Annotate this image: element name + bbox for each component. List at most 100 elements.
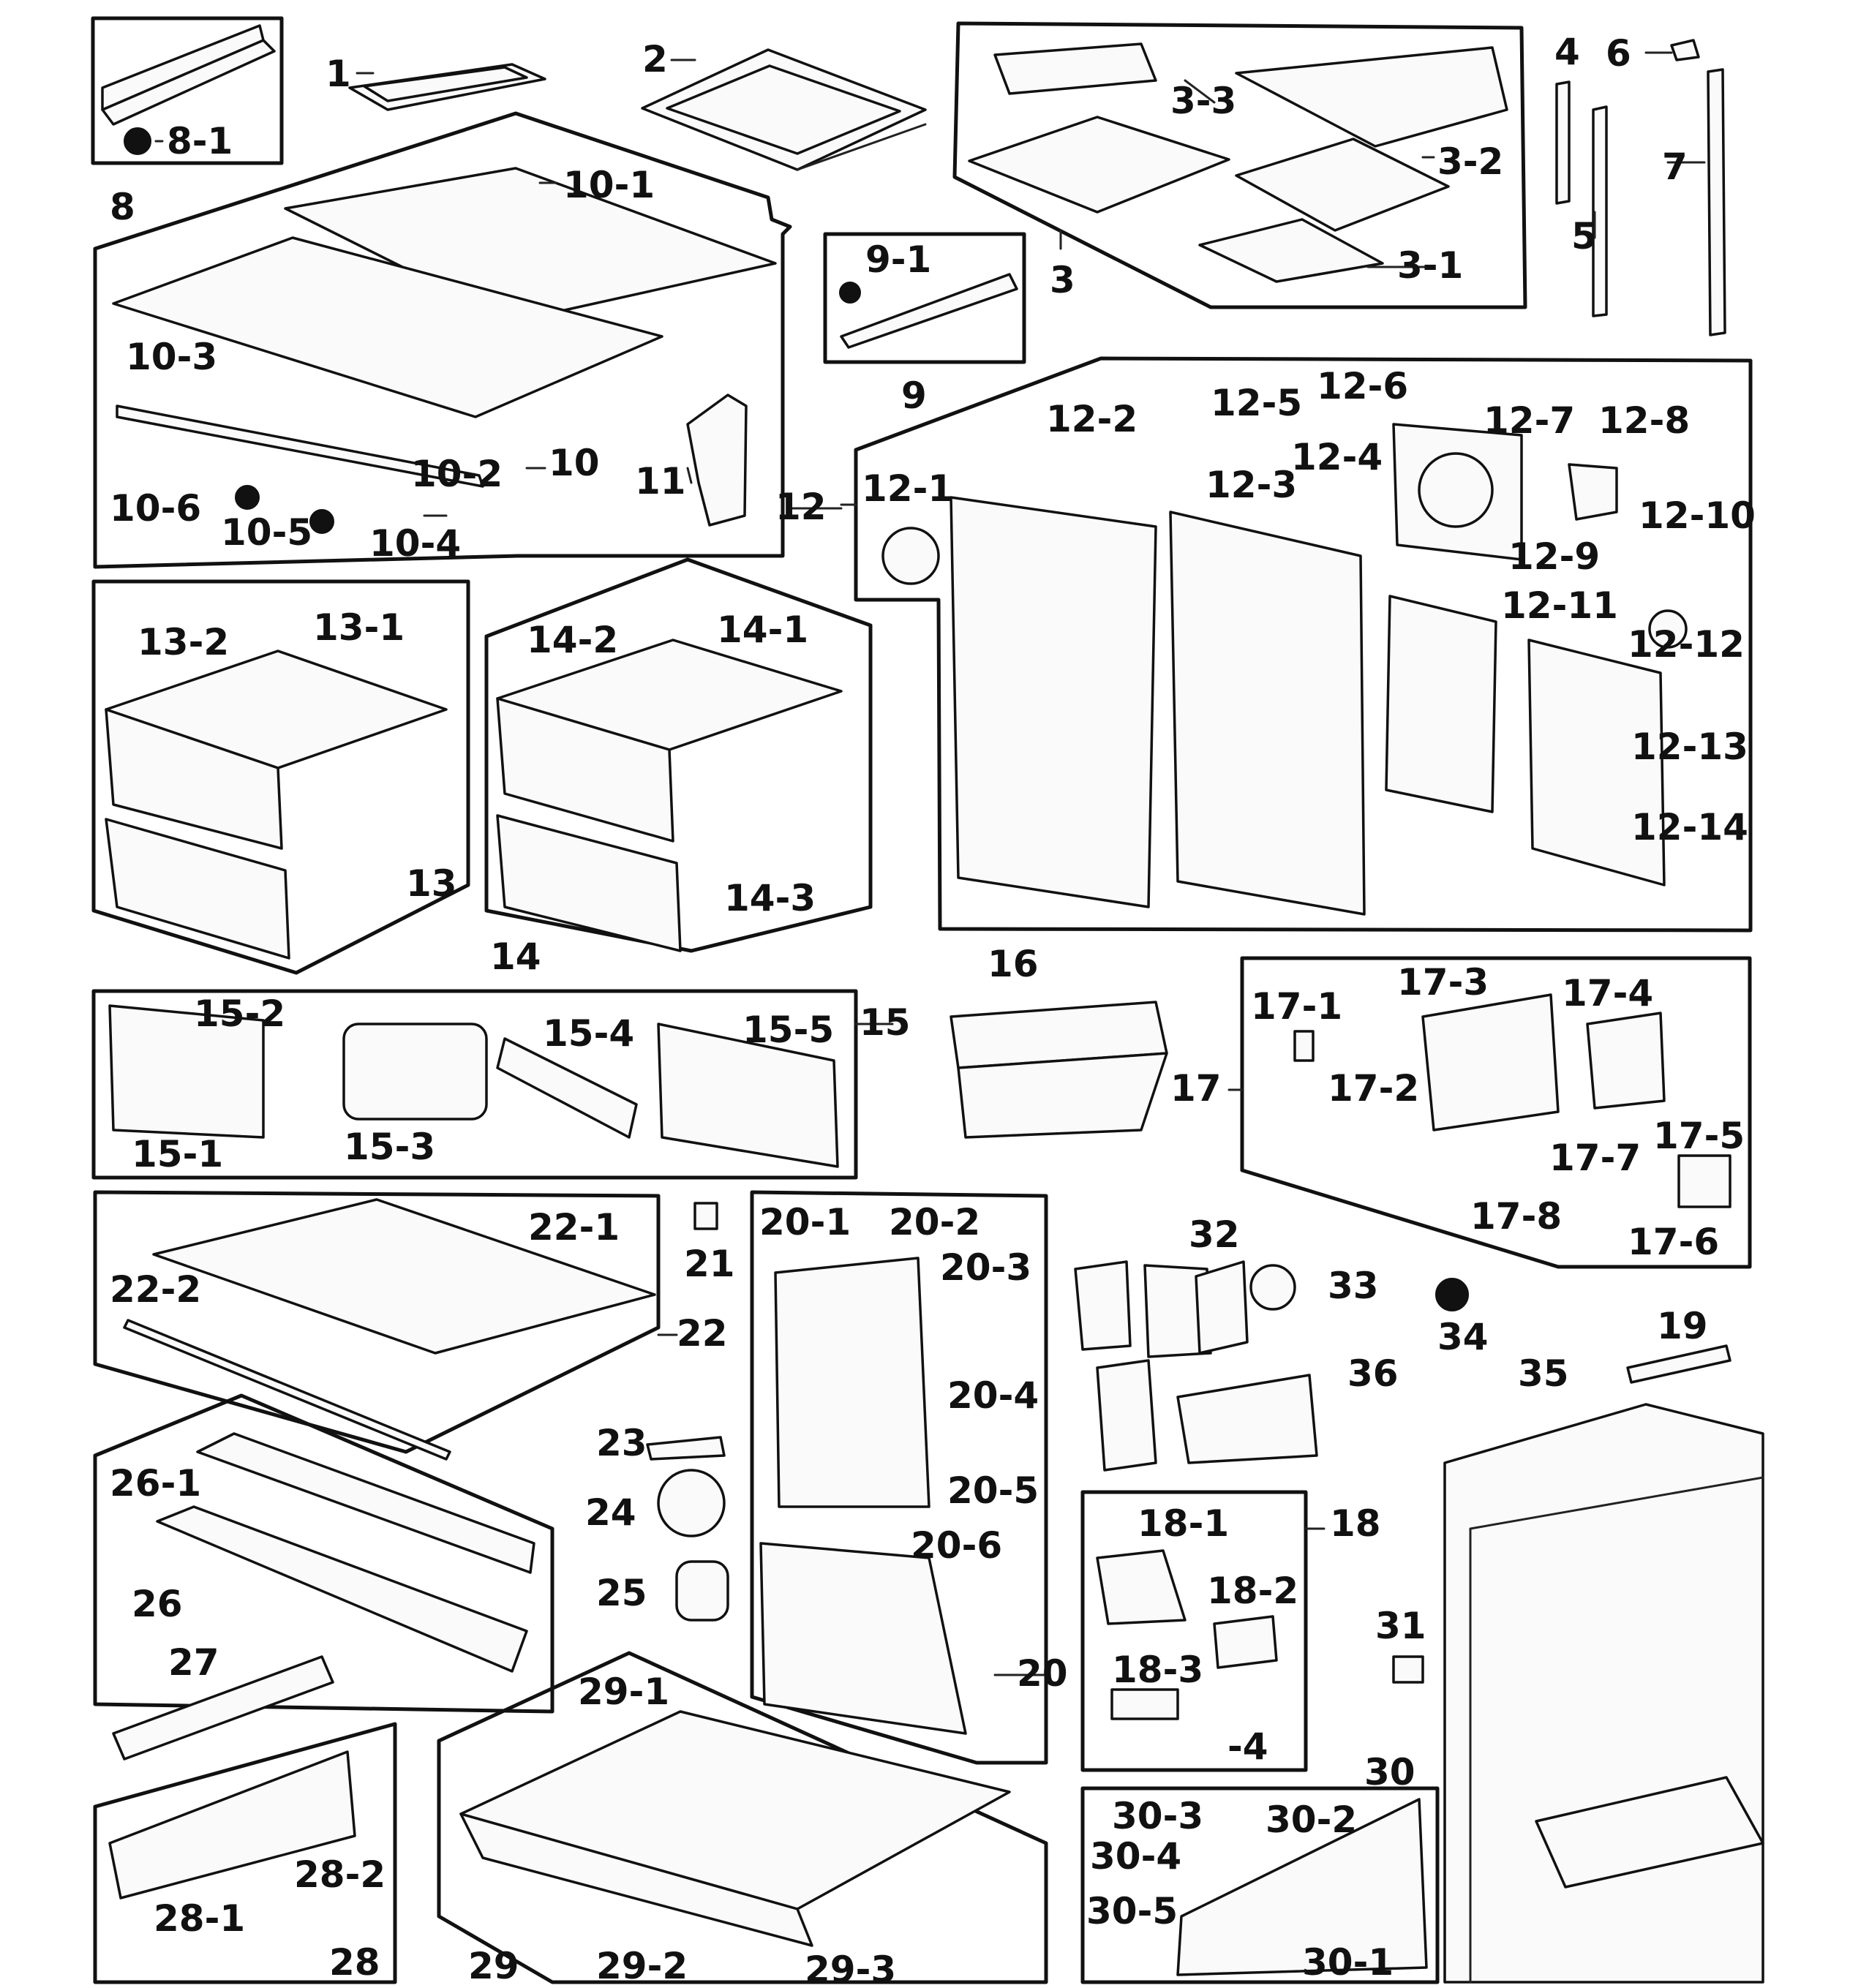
gasket-12-1 bbox=[881, 527, 940, 585]
box-29 bbox=[437, 1651, 1048, 1984]
callout-label: 13-2 bbox=[138, 621, 229, 663]
callout-label: 27 bbox=[168, 1641, 219, 1684]
callout-label: 4 bbox=[1554, 31, 1580, 73]
callout-label: 17 bbox=[1170, 1067, 1222, 1110]
callout-label: 22 bbox=[677, 1312, 728, 1355]
box-26 bbox=[93, 1393, 554, 1714]
callout-label: 20-6 bbox=[911, 1524, 1002, 1567]
callout-label: 15-5 bbox=[742, 1009, 834, 1051]
callout-label: 20-4 bbox=[947, 1374, 1039, 1417]
box-15 bbox=[91, 989, 858, 1180]
callout-label: 36 bbox=[1347, 1352, 1399, 1395]
callout-label: 12-7 bbox=[1484, 399, 1575, 442]
callout-label: 20-3 bbox=[940, 1246, 1031, 1289]
callout-label: 24 bbox=[585, 1491, 636, 1534]
callout-label: 13 bbox=[406, 862, 457, 905]
callout-label: 29-2 bbox=[596, 1945, 688, 1987]
callout-label: 20 bbox=[1017, 1652, 1068, 1695]
callout-label: 10-6 bbox=[110, 487, 201, 530]
callout-label: 30 bbox=[1364, 1751, 1415, 1793]
callout-label: 30-1 bbox=[1302, 1941, 1394, 1984]
callout-label: 17-5 bbox=[1653, 1115, 1745, 1157]
callout-label: 17-8 bbox=[1470, 1195, 1562, 1238]
callout-label: 18-3 bbox=[1112, 1649, 1203, 1691]
callout-label: 5 bbox=[1571, 215, 1597, 257]
roller-10-5b bbox=[309, 509, 334, 534]
callout-label: 10-2 bbox=[411, 453, 503, 495]
callout-label: 11 bbox=[635, 460, 686, 502]
callout-label: 14-1 bbox=[717, 609, 808, 651]
callout-label: 32 bbox=[1189, 1213, 1240, 1256]
callout-label: 12-12 bbox=[1628, 623, 1745, 666]
leader-lines bbox=[154, 51, 1706, 1676]
callout-label: 12-11 bbox=[1501, 584, 1618, 627]
callout-label: 10-3 bbox=[126, 336, 217, 378]
callout-label: 20-2 bbox=[889, 1201, 980, 1243]
callout-label: 16 bbox=[988, 943, 1039, 985]
part-drawings bbox=[101, 24, 1764, 1984]
callout-label: 12-6 bbox=[1317, 365, 1408, 407]
box-28 bbox=[93, 1722, 397, 1984]
callout-label: 18 bbox=[1330, 1502, 1381, 1545]
box-20 bbox=[750, 1190, 1048, 1765]
callout-label: 14-3 bbox=[724, 877, 816, 919]
callout-label: 31 bbox=[1375, 1605, 1426, 1647]
box-13 bbox=[91, 579, 470, 975]
callout-label: 17-2 bbox=[1328, 1067, 1419, 1110]
callout-label: 35 bbox=[1518, 1352, 1569, 1395]
callout-label: 12-10 bbox=[1639, 494, 1756, 537]
callout-label: 30-2 bbox=[1266, 1799, 1357, 1841]
box-17 bbox=[1240, 956, 1752, 1269]
callout-label: 10-1 bbox=[563, 164, 655, 206]
callout-label: 26 bbox=[132, 1583, 183, 1625]
callout-label: 29 bbox=[468, 1945, 519, 1987]
callout-label: 15-4 bbox=[543, 1012, 634, 1055]
callout-label: 34 bbox=[1437, 1316, 1489, 1358]
callout-label: 18-1 bbox=[1138, 1502, 1229, 1545]
callout-label: 30-3 bbox=[1112, 1795, 1203, 1837]
callout-label: 15-2 bbox=[194, 993, 285, 1035]
callout-label: 15-1 bbox=[132, 1133, 223, 1175]
callout-label: 12-8 bbox=[1598, 399, 1690, 442]
callout-label: 30-4 bbox=[1090, 1835, 1181, 1878]
callout-label: 12-9 bbox=[1508, 535, 1600, 578]
callout-label: 28-2 bbox=[294, 1853, 386, 1896]
callout-label: 20-1 bbox=[759, 1201, 851, 1243]
callout-label: 3 bbox=[1050, 259, 1075, 301]
box-3 bbox=[952, 21, 1527, 309]
callout-label: 14 bbox=[490, 935, 541, 978]
callout-label: 10-4 bbox=[369, 522, 461, 565]
callout-label: 10 bbox=[549, 442, 600, 484]
callout-label: 12-2 bbox=[1046, 398, 1138, 440]
callout-label: 23 bbox=[596, 1422, 647, 1464]
box-14 bbox=[484, 557, 873, 953]
callout-label: 1 bbox=[326, 53, 351, 95]
box-30 bbox=[1080, 1786, 1440, 1984]
callout-label: 17-4 bbox=[1562, 972, 1653, 1014]
callout-label: 3-2 bbox=[1437, 140, 1503, 183]
callout-label: 2 bbox=[642, 38, 668, 80]
callout-label: 7 bbox=[1662, 146, 1688, 188]
box-10 bbox=[93, 111, 792, 569]
callout-label: 3-3 bbox=[1170, 80, 1236, 122]
callout-label: 17-7 bbox=[1549, 1137, 1641, 1179]
callout-label: 21 bbox=[684, 1243, 735, 1285]
callout-label: 20-5 bbox=[947, 1469, 1039, 1512]
callout-label: 17-3 bbox=[1397, 961, 1489, 1004]
callout-label: 29-3 bbox=[805, 1949, 896, 1988]
box-8 bbox=[91, 16, 284, 165]
callout-label: 12-14 bbox=[1631, 806, 1748, 848]
callout-label: 12-1 bbox=[862, 467, 953, 510]
callout-label: 12-5 bbox=[1211, 382, 1302, 424]
group-boxes bbox=[91, 16, 1753, 1984]
callout-label: 12 bbox=[775, 486, 827, 528]
callout-label: -4 bbox=[1227, 1725, 1268, 1768]
callout-label: 29-1 bbox=[578, 1671, 669, 1713]
callout-label: 22-2 bbox=[110, 1268, 201, 1311]
callout-label: 26-1 bbox=[110, 1462, 201, 1505]
callout-label: 9-1 bbox=[865, 238, 931, 281]
callout-label: 25 bbox=[596, 1572, 647, 1614]
box-12 bbox=[854, 356, 1753, 933]
